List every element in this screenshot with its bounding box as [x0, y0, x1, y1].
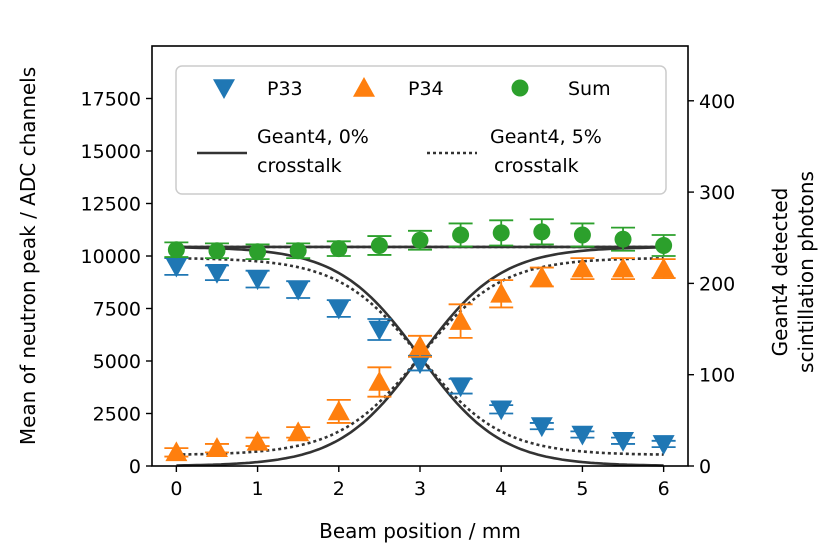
y2-axis-title-line2: scintillation photons: [794, 171, 818, 373]
data-point-p34: [530, 266, 553, 286]
data-point-p33: [327, 299, 350, 320]
legend-box: [175, 65, 667, 195]
y-tick-label: 17500: [81, 89, 141, 111]
y-tick-label: 12500: [81, 194, 141, 216]
legend: P33 P34 Sum Geant4, 0% crosstalk Geant4,…: [175, 65, 667, 195]
data-point-p34: [571, 257, 594, 278]
x-tick-label: 0: [170, 478, 182, 500]
x-tick-label: 3: [414, 478, 426, 500]
data-point-p33: [449, 377, 472, 398]
data-point-p34: [490, 282, 513, 303]
data-point-p33: [165, 257, 188, 278]
data-point-sum: [573, 226, 591, 244]
data-point-sum: [289, 242, 307, 260]
data-point-p33: [409, 354, 431, 375]
y2-tick-label: 300: [699, 182, 735, 204]
legend-label-geant4-5-line1: Geant4, 5%: [490, 126, 602, 148]
data-point-sum: [208, 242, 226, 260]
y-axis-title: Mean of neutron peak / ADC channels: [16, 67, 40, 445]
y2-tick-label: 400: [699, 91, 735, 113]
legend-label-geant4-0-line2: crosstalk: [257, 155, 342, 177]
y-tick-label: 0: [129, 456, 141, 478]
x-axis: 0 1 2 3 4 5 6: [170, 466, 670, 500]
y-tick-label: 5000: [93, 351, 141, 373]
legend-marker-p33: [213, 79, 235, 99]
data-point-p34: [246, 430, 269, 451]
data-point-p34: [409, 335, 431, 356]
data-point-sum: [655, 237, 673, 254]
data-point-sum: [330, 240, 348, 258]
data-point-p33: [490, 400, 513, 421]
data-point-p34: [287, 421, 310, 442]
legend-label-sum: Sum: [568, 78, 611, 100]
data-point-p34: [612, 257, 635, 278]
legend-label-p34: P34: [408, 78, 444, 100]
legend-label-geant4-0-line1: Geant4, 0%: [257, 126, 369, 148]
data-point-p33: [612, 432, 635, 452]
y-axis-left: 0 2500 5000 7500 10000 12500 15000 17500: [81, 89, 152, 478]
y2-tick-label: 0: [699, 456, 711, 478]
data-point-sum: [533, 223, 551, 241]
data-point-p33: [246, 270, 269, 291]
x-tick-label: 2: [333, 478, 345, 500]
data-point-sum: [492, 224, 510, 242]
y-axis-right: 0 100 200 300 400: [688, 91, 735, 478]
data-point-sum: [370, 237, 388, 254]
data-point-p34: [165, 441, 188, 462]
legend-marker-sum: [511, 79, 529, 97]
data-point-p33: [368, 320, 391, 341]
x-axis-title: Beam position / mm: [319, 519, 521, 543]
data-point-p34: [327, 400, 350, 421]
legend-label-p33: P33: [267, 78, 303, 100]
data-point-p33: [652, 435, 675, 455]
legend-marker-p34: [353, 77, 375, 97]
data-point-p34: [368, 371, 391, 391]
y-tick-label: 7500: [93, 299, 141, 321]
y-tick-label: 10000: [81, 246, 141, 268]
x-tick-label: 1: [252, 478, 264, 500]
data-point-sum: [452, 226, 470, 244]
data-point-p33: [205, 264, 228, 284]
y2-tick-label: 100: [699, 365, 735, 387]
legend-label-geant4-5-line2: crosstalk: [494, 155, 579, 177]
plot-area: [164, 218, 676, 467]
y-tick-label: 15000: [81, 141, 141, 163]
y2-axis-title-line1: Geant4 detected: [768, 188, 792, 357]
data-point-sum: [249, 243, 267, 261]
data-point-sum: [167, 241, 185, 259]
data-point-sum: [411, 231, 429, 249]
x-tick-label: 6: [658, 478, 670, 500]
y-tick-label: 2500: [93, 404, 141, 426]
x-tick-label: 5: [576, 478, 588, 500]
data-point-p34: [652, 257, 675, 278]
data-point-p33: [571, 425, 594, 446]
data-point-sum: [614, 230, 632, 248]
y2-tick-label: 200: [699, 273, 735, 295]
data-point-p34: [449, 310, 472, 330]
x-tick-label: 4: [495, 478, 507, 500]
data-point-p34: [205, 437, 228, 457]
data-point-p33: [530, 417, 553, 438]
data-point-p33: [287, 280, 310, 301]
